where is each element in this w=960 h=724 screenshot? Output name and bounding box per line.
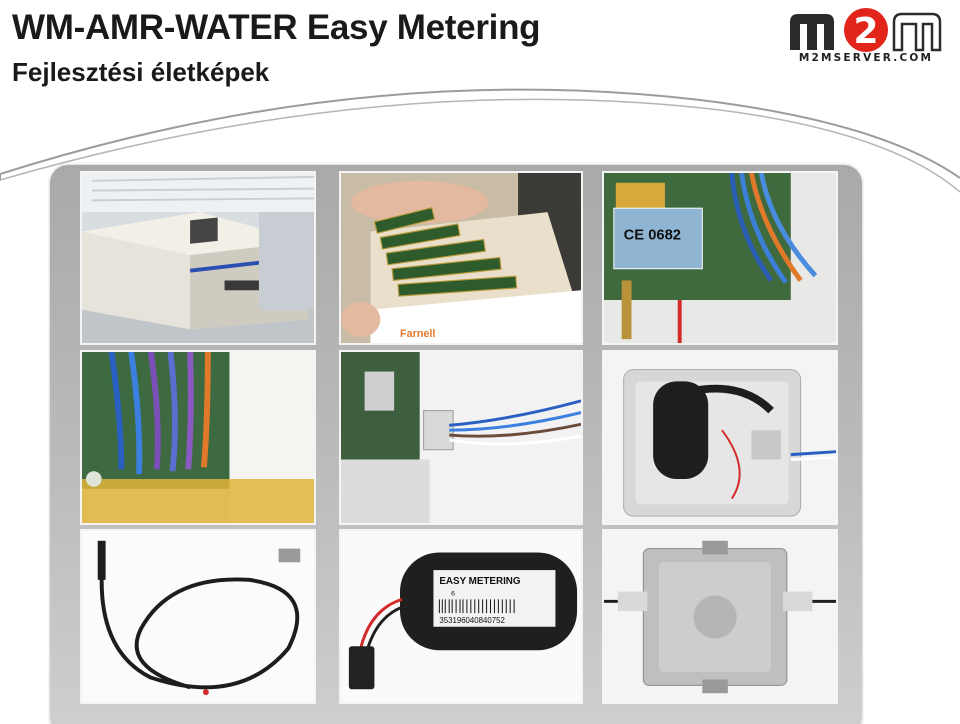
m2m-logo: 2 — [790, 8, 942, 52]
pcb-boards-box-photo: Farnell — [339, 171, 583, 345]
battery-label-number: 6 — [451, 591, 455, 598]
gsm-module-marking: CE 0682 — [624, 227, 681, 243]
logo-caption: M2MSERVER.COM — [798, 52, 934, 64]
cable-wiring-photo — [80, 350, 316, 525]
slide-title: WM-AMR-WATER Easy Metering — [12, 8, 541, 47]
battery-pack-photo: EASY METERING 6 353196040840752 — [339, 529, 583, 704]
open-enclosure-photo — [602, 350, 838, 525]
battery-label-serial: 353196040840752 — [439, 616, 505, 625]
farnell-box-label: Farnell — [400, 328, 435, 340]
antenna-cable-photo — [80, 529, 316, 704]
cable-gland-photo — [339, 350, 583, 525]
enclosure-back-photo — [602, 529, 838, 704]
gsm-module-photo: CE 0682 — [602, 171, 838, 345]
reflow-oven-photo — [80, 171, 316, 345]
battery-label-title: EASY METERING — [439, 576, 521, 587]
slide-subtitle: Fejlesztési életképek — [12, 57, 270, 87]
decorative-swoosh — [0, 88, 960, 193]
logo-mark-digit: 2 — [853, 11, 878, 52]
